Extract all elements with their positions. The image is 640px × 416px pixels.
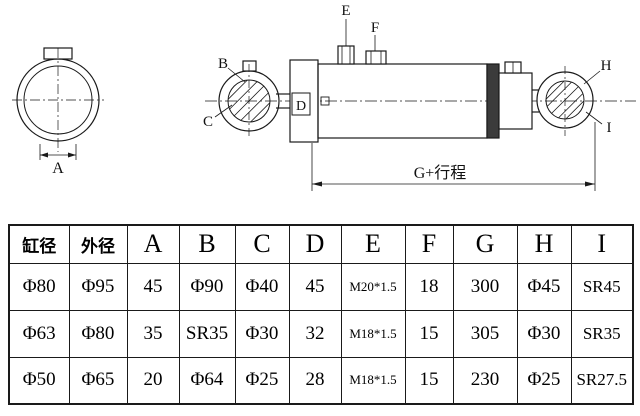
table-cell: 28: [288, 356, 342, 405]
header-e: E: [340, 224, 406, 264]
rod-end-eye-left: [218, 60, 280, 138]
table-cell: Φ30: [234, 309, 290, 358]
rod-end-eye-right: [536, 66, 594, 136]
header-od: 外径: [68, 224, 128, 264]
rear-seal-band: [486, 63, 500, 139]
table-cell: Φ90: [178, 262, 236, 311]
header-f: F: [404, 224, 454, 264]
table-cell: SR45: [570, 262, 634, 311]
port-e: E: [337, 3, 355, 65]
table-cell: Φ64: [178, 356, 236, 405]
table-cell: Φ45: [516, 262, 572, 311]
table-cell: 15: [404, 356, 454, 405]
header-g: G: [452, 224, 518, 264]
label-h: H: [601, 58, 612, 74]
table-cell: Φ80: [8, 262, 70, 311]
header-i: I: [570, 224, 634, 264]
label-d-box: [291, 92, 311, 116]
spec-table: 缸径 外径 A B C D E F G H I Φ80 Φ95 45 Φ90 Φ…: [8, 224, 634, 405]
table-row: Φ80 Φ95 45 Φ90 Φ40 45 M20*1.5 18 300 Φ45…: [8, 262, 634, 311]
table-cell: Φ25: [234, 356, 290, 405]
port-f: F: [365, 20, 387, 65]
table-cell: Φ40: [234, 262, 290, 311]
table-cell: Φ30: [516, 309, 572, 358]
rear-head-block: [498, 72, 533, 130]
table-row: Φ50 Φ65 20 Φ64 Φ25 28 M18*1.5 15 230 Φ25…: [8, 356, 634, 405]
header-b: B: [178, 224, 236, 264]
label-h-group: H: [583, 58, 612, 85]
table-cell: M18*1.5: [340, 309, 406, 358]
g-dim-arrow-left: [312, 181, 322, 187]
header-d: D: [288, 224, 342, 264]
piston-rod: [276, 93, 292, 109]
side-view: B C D: [203, 3, 636, 143]
table-cell: 18: [404, 262, 454, 311]
rear-neck: [532, 89, 539, 113]
cylinder-drawing: A: [12, 3, 636, 191]
label-i-group: I: [585, 111, 612, 136]
table-cell: 32: [288, 309, 342, 358]
label-b-group: B: [218, 56, 246, 83]
label-f: F: [371, 20, 379, 36]
label-c: C: [203, 114, 213, 130]
table-header-row: 缸径 外径 A B C D E F G H I: [8, 224, 634, 264]
left-eye-grease-fitting: [242, 60, 257, 72]
table-cell: SR35: [570, 309, 634, 358]
table-cell: M20*1.5: [340, 262, 406, 311]
dimension-a: A: [39, 144, 77, 177]
label-d-group: D: [291, 92, 311, 116]
table-cell: 35: [126, 309, 180, 358]
table-cell: 20: [126, 356, 180, 405]
table-cell: Φ50: [8, 356, 70, 405]
table-cell: Φ63: [8, 309, 70, 358]
table-row: Φ63 Φ80 35 SR35 Φ30 32 M18*1.5 15 305 Φ3…: [8, 309, 634, 358]
table-cell: Φ95: [68, 262, 128, 311]
table-cell: Φ80: [68, 309, 128, 358]
table-cell: 305: [452, 309, 518, 358]
table-cell: SR27.5: [570, 356, 634, 405]
end-view-centerlines: [12, 48, 104, 152]
header-a: A: [126, 224, 180, 264]
table-cell: SR35: [178, 309, 236, 358]
right-eye-hatch: [545, 80, 585, 120]
header-h: H: [516, 224, 572, 264]
table-cell: 230: [452, 356, 518, 405]
dim-a-arrow-left: [40, 152, 48, 158]
label-e: E: [341, 3, 350, 19]
table-cell: 300: [452, 262, 518, 311]
g-dimension: G+行程: [311, 122, 596, 191]
table-cell: Φ65: [68, 356, 128, 405]
table-cell: Φ25: [516, 356, 572, 405]
label-a: A: [52, 160, 64, 177]
end-view: A: [12, 47, 104, 177]
label-b: B: [218, 56, 228, 72]
g-dim-arrow-right: [585, 181, 595, 187]
header-bore: 缸径: [8, 224, 70, 264]
header-c: C: [234, 224, 290, 264]
label-d: D: [296, 99, 306, 114]
label-c-group: C: [203, 104, 233, 130]
label-g-stroke: G+行程: [414, 164, 467, 182]
table-cell: 45: [126, 262, 180, 311]
dim-a-arrow-right: [68, 152, 76, 158]
table-cell: M18*1.5: [340, 356, 406, 405]
table-cell: 45: [288, 262, 342, 311]
label-i: I: [607, 120, 612, 136]
table-cell: 15: [404, 309, 454, 358]
barrel-port-hole: [320, 96, 330, 106]
